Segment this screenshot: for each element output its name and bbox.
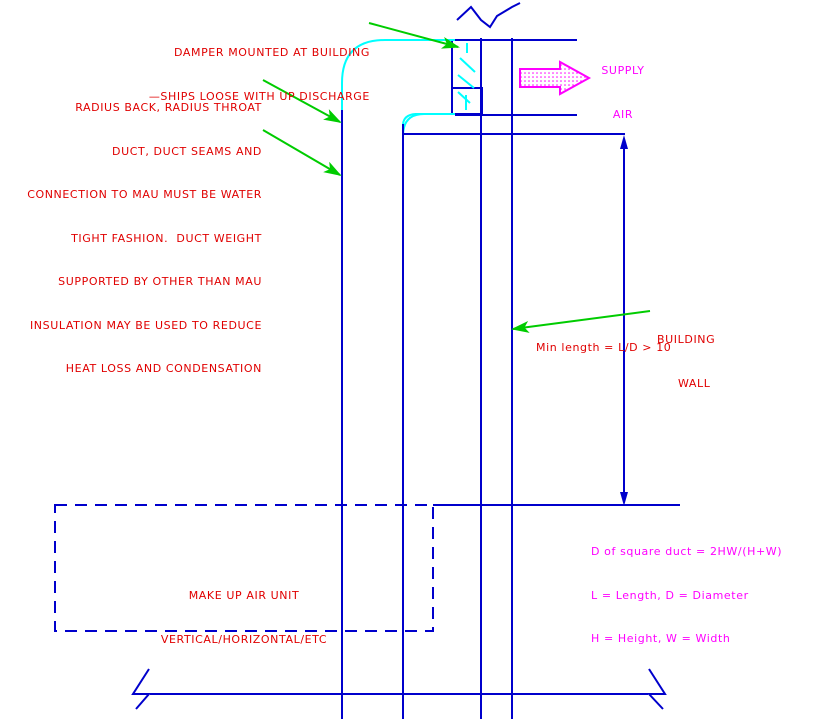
leader-lines-group xyxy=(262,22,651,333)
vertical-duct-group xyxy=(341,110,404,719)
leader-building-wall xyxy=(511,310,651,333)
duct-note-line-4: TIGHT FASHION. DUCT WEIGHT xyxy=(71,231,262,245)
dimension-arrow-top xyxy=(620,135,628,149)
break-symbol-right xyxy=(646,668,667,710)
leader-radius-throat xyxy=(262,79,342,123)
dimension-line-group xyxy=(620,135,628,506)
leader-duct-weight xyxy=(262,129,342,177)
supply-air-line-1: SUPPLY xyxy=(601,64,645,77)
damper-note-block: DAMPER MOUNTED AT BUILDING —SHIPS LOOSE … xyxy=(90,17,370,133)
building-wall-label-block: BUILDING WALL xyxy=(657,304,787,420)
duct-note-line-5: SUPPORTED BY OTHER THAN MAU xyxy=(58,275,262,288)
break-symbol-left xyxy=(131,668,152,710)
damper-note-line-2: —SHIPS LOOSE WITH UP DISCHARGE xyxy=(148,89,370,103)
damper-note-line-1: DAMPER MOUNTED AT BUILDING xyxy=(173,46,370,59)
supply-air-arrow-group xyxy=(519,60,592,96)
mau-label-line-1: MAKE UP AIR UNIT xyxy=(188,589,300,602)
duct-note-line-1: RADIUS BACK, RADIUS THROAT xyxy=(75,101,262,114)
radius-throat-curve-2 xyxy=(402,113,416,125)
supply-air-line-2: AIR xyxy=(612,107,634,121)
formula-line-1: D of square duct = 2HW/(H+W) xyxy=(591,545,783,558)
duct-note-line-7: HEAT LOSS AND CONDENSATION xyxy=(65,362,262,375)
mau-unit-dashed-box xyxy=(54,504,434,632)
formula-line-2: L = Length, D = Diameter xyxy=(591,588,749,602)
duct-note-line-6: INSULATION MAY BE USED TO REDUCE xyxy=(29,318,262,332)
damper-housing-rect xyxy=(451,87,483,115)
supply-air-arrow-shape xyxy=(519,60,592,96)
dimension-arrow-bottom xyxy=(620,492,628,506)
supply-air-label-block: SUPPLY AIR xyxy=(583,35,663,151)
building-wall-line-1: BUILDING xyxy=(657,333,716,346)
formula-line-3: H = Height, W = Width xyxy=(591,632,731,645)
duct-note-line-3: CONNECTION TO MAU MUST BE WATER xyxy=(27,188,262,201)
building-wall-group xyxy=(456,2,521,719)
damper-blade-3 xyxy=(457,74,475,89)
radius-back-curve xyxy=(341,39,455,110)
duct-note-line-2: DUCT, DUCT SEAMS AND xyxy=(112,144,262,158)
min-length-label: Min length = L/D > 10 xyxy=(536,341,672,354)
mau-unit-box-group xyxy=(54,504,434,632)
damper-blade-2 xyxy=(459,57,476,73)
duct-note-block: RADIUS BACK, RADIUS THROAT DUCT, DUCT SE… xyxy=(0,72,262,406)
mau-label-block: MAKE UP AIR UNIT VERTICAL/HORIZONTAL/ETC xyxy=(134,560,354,676)
leader-damper xyxy=(368,22,460,49)
base-floor-group xyxy=(131,668,667,710)
radius-throat-curve xyxy=(402,113,455,137)
mau-label-line-2: VERTICAL/HORIZONTAL/ETC xyxy=(160,632,328,646)
building-wall-line-2: WALL xyxy=(678,376,711,390)
damper-blade-4 xyxy=(457,91,471,104)
wall-break-symbol xyxy=(456,2,521,29)
formula-block: D of square duct = 2HW/(H+W) L = Length,… xyxy=(591,516,821,676)
